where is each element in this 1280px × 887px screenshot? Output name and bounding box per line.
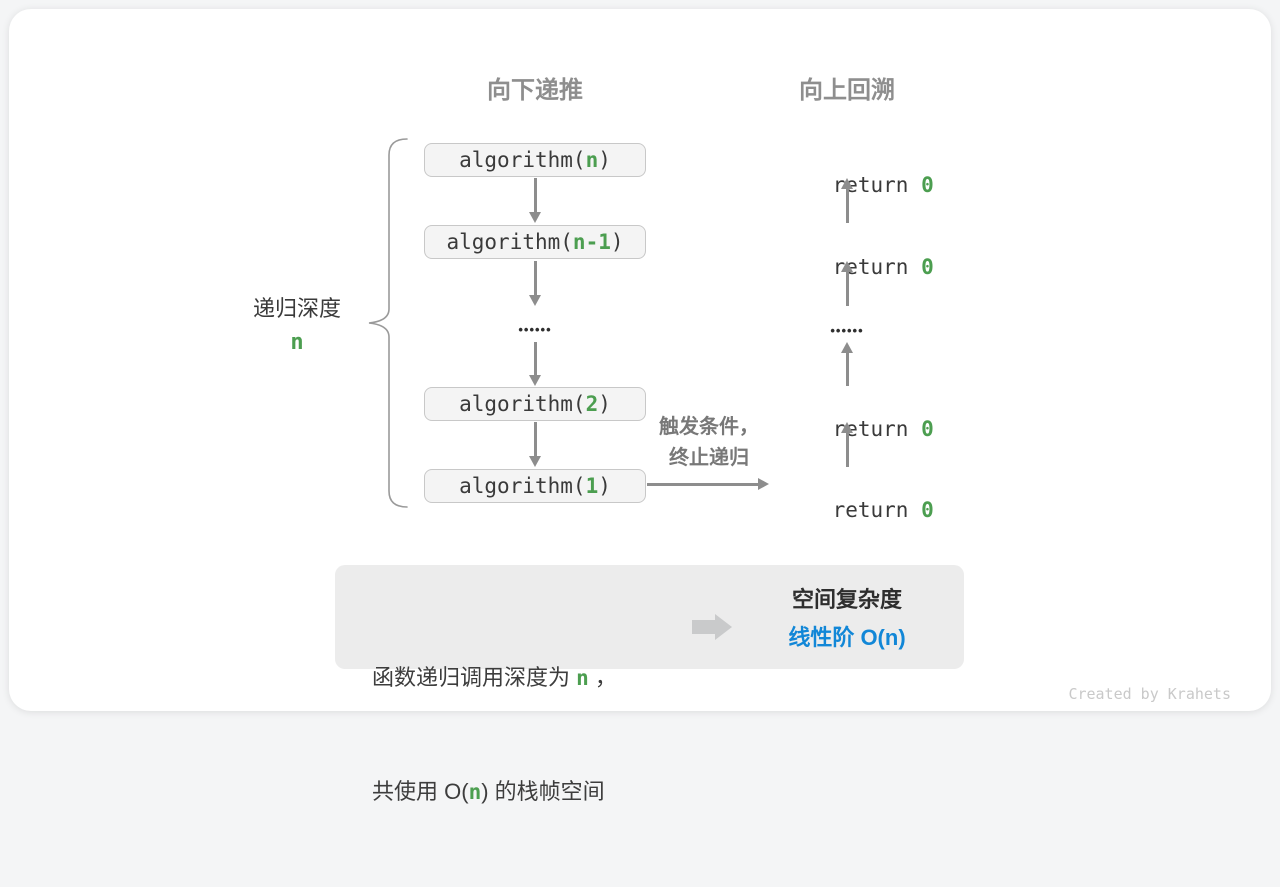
down-arrow — [529, 422, 542, 467]
return-value: 0 — [921, 417, 934, 441]
code-arg: 1 — [585, 474, 599, 498]
call-frame-2: algorithm(2) — [424, 387, 646, 421]
summary-text-part: ) 的栈帧空间 — [481, 779, 605, 804]
header-recurse-down: 向下递推 — [487, 77, 583, 104]
return-statement: return 0 — [782, 146, 934, 197]
code-text: ) — [598, 392, 611, 416]
credit-text: Created by Krahets — [1068, 685, 1231, 703]
ellipsis-left: •••••• — [518, 322, 552, 337]
trigger-annotation: 触发条件， 终止递归 — [639, 412, 779, 474]
complexity-value: 线性阶 O(n) — [788, 625, 906, 650]
down-arrow — [529, 178, 542, 223]
code-text: algorithm( — [446, 230, 573, 254]
return-statement: return 0 — [782, 228, 934, 279]
code-text: algorithm( — [459, 392, 586, 416]
summary-text-part: ， — [588, 665, 617, 690]
summary-highlight-n: n — [468, 780, 482, 804]
ellipsis-right: •••••• — [830, 323, 864, 338]
implies-arrow-icon — [692, 614, 732, 640]
up-arrow — [841, 261, 854, 306]
code-text: return — [832, 498, 922, 522]
up-arrow — [841, 178, 854, 223]
summary-text-part: 共使用 O( — [372, 779, 469, 804]
code-text: ) — [610, 230, 624, 254]
code-arg: n — [585, 148, 599, 172]
return-value: 0 — [921, 255, 934, 279]
terminate-arrow — [647, 478, 769, 491]
header-backtrack-up: 向上回溯 — [799, 77, 895, 104]
code-text: algorithm( — [459, 148, 586, 172]
complexity-title: 空间复杂度 — [791, 587, 902, 612]
depth-value: n — [290, 330, 304, 355]
call-frame-n: algorithm(n) — [424, 143, 646, 177]
summary-text-part: 函数递归调用深度为 — [372, 665, 577, 690]
down-arrow — [529, 342, 542, 386]
up-arrow — [841, 342, 854, 386]
code-text: algorithm( — [459, 474, 586, 498]
return-value: 0 — [921, 498, 934, 522]
code-arg: 2 — [585, 392, 599, 416]
depth-brace — [368, 138, 408, 508]
depth-label-text: 递归深度 — [252, 296, 341, 321]
up-arrow — [841, 422, 854, 467]
depth-label: 递归深度 n — [242, 291, 352, 355]
return-statement: return 0 — [782, 390, 934, 441]
diagram-card: 向下递推 向上回溯 递归深度 n algorithm(n) algorithm(… — [9, 9, 1271, 804]
summary-box — [335, 565, 964, 669]
code-text: ) — [598, 474, 611, 498]
return-value: 0 — [921, 173, 934, 197]
summary-highlight-n: n — [576, 666, 589, 690]
code-text: ) — [598, 148, 611, 172]
call-frame-1: algorithm(1) — [424, 469, 646, 503]
summary-line2: 共使用 O(n) 的栈帧空间 — [372, 773, 617, 811]
trigger-line1: 触发条件， — [659, 416, 759, 438]
summary-text: 函数递归调用深度为 n ， 共使用 O(n) 的栈帧空间 — [372, 583, 617, 887]
call-frame-n-1: algorithm(n-1) — [424, 225, 646, 259]
complexity-result: 空间复杂度 线性阶 O(n) — [737, 581, 957, 657]
trigger-line2: 终止递归 — [669, 447, 749, 469]
down-arrow — [529, 261, 542, 306]
summary-line1: 函数递归调用深度为 n ， — [372, 659, 617, 697]
return-statement: return 0 — [782, 471, 934, 522]
code-arg: n-1 — [572, 230, 611, 254]
